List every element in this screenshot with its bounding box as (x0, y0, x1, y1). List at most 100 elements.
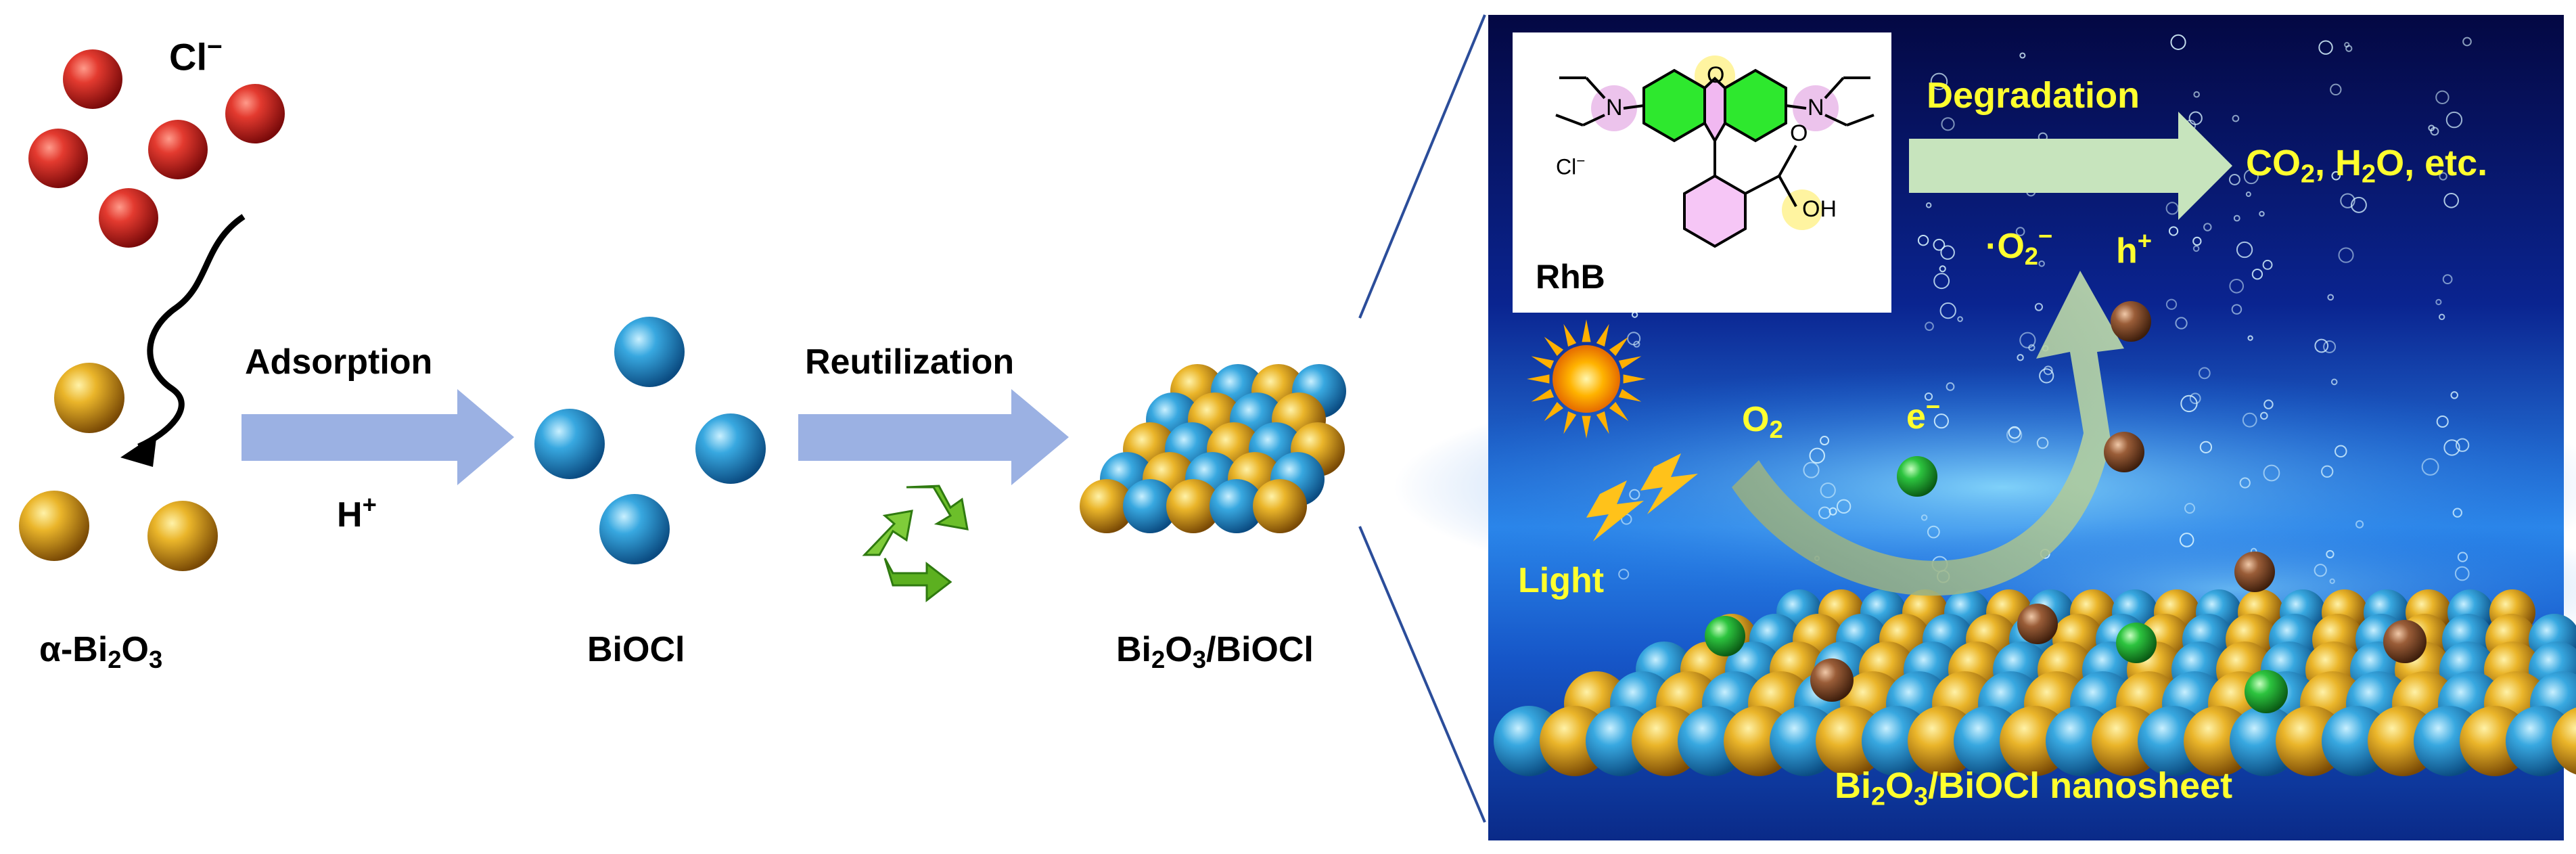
bubble (2245, 192, 2251, 198)
bubble (2355, 520, 2364, 529)
bubble (2017, 354, 2024, 361)
chloride-ions (28, 49, 285, 248)
bubble (2039, 368, 2054, 384)
zoom-line-bottom (1358, 526, 1486, 823)
bubble (2314, 564, 2327, 577)
bubble (2180, 395, 2198, 413)
bubble (2334, 445, 2347, 458)
nanosheet-lattice (1494, 589, 2576, 776)
bubble (2189, 392, 2201, 405)
photocatalysis-panel (1394, 15, 2576, 840)
bubble (1933, 413, 1949, 429)
bubble (2236, 241, 2253, 259)
bubble (2006, 427, 2023, 443)
rhb-ring-o: O (1707, 62, 1725, 88)
bubble (1820, 436, 1830, 446)
chloride-ion (63, 49, 122, 109)
bioc-particles (534, 317, 766, 564)
bioc-label: BiOCl (587, 630, 685, 669)
products-label: CO2, H2O, etc. (2246, 143, 2488, 189)
bubble (2445, 111, 2463, 129)
rhb-molecule (1555, 55, 1874, 248)
hole-ball (1810, 658, 1854, 702)
chloride-ion (99, 188, 158, 248)
bubble (2008, 426, 2021, 439)
bubble (1933, 273, 1950, 290)
rhb-n-left: N (1606, 95, 1623, 120)
bubble (1627, 332, 1641, 346)
recycle-icon (862, 485, 969, 603)
bubble (1940, 245, 1955, 260)
electron-transfer-arc (1732, 271, 2124, 596)
bi2o3-particle (54, 363, 124, 433)
chloride-ion (225, 84, 285, 143)
lightning-bolt-icon (1640, 453, 1698, 514)
sun-ray (1531, 356, 1555, 369)
bubble (1939, 265, 1946, 273)
bubble (1924, 392, 1933, 401)
bubble (2314, 338, 2329, 353)
bubble (2199, 367, 2211, 380)
sun-icon (1527, 319, 1646, 439)
rhb-label: RhB (1536, 258, 1605, 296)
chloride-ion (148, 120, 208, 179)
hole-ball (2111, 301, 2151, 342)
bubble (1629, 489, 1640, 500)
bubble (1803, 462, 1820, 478)
lightning-bolt-icon (1586, 480, 1644, 541)
wavy-arrow-head (120, 433, 157, 467)
bubble (2043, 365, 2053, 376)
lattice-bioc-particle (1123, 479, 1177, 533)
xanthene-ring-center (1703, 76, 1726, 144)
hole-ball (2017, 604, 2058, 644)
bubble (2454, 566, 2470, 581)
lattice-bi2o3-particle (1253, 479, 1307, 533)
electron-ball (2245, 670, 2288, 713)
electron-ball (1705, 616, 1745, 656)
rhb-chloride-label: Cl− (1556, 152, 1586, 179)
sun-ray (1618, 356, 1642, 369)
bioc-particle (695, 413, 766, 484)
bubble (2318, 40, 2333, 55)
bubble (2251, 269, 2263, 280)
sun-ray (1563, 323, 1577, 347)
bubble (2321, 465, 2334, 478)
sun-ray (1596, 323, 1609, 347)
adsorption-arrow (242, 389, 514, 485)
bubble (1809, 447, 1825, 464)
bubble (2192, 245, 2200, 252)
bubble (2345, 45, 2353, 52)
bubble (2340, 193, 2355, 208)
bubble (2019, 332, 2036, 349)
bubble (1925, 202, 1932, 208)
hole-label: h+ (2116, 227, 2153, 271)
nanosheet-label: Bi2O3/BiOCl nanosheet (1835, 765, 2233, 811)
bubble (2435, 298, 2442, 305)
bubble (2435, 90, 2450, 105)
bubble (1933, 238, 1946, 251)
bubbles (1611, 34, 2472, 584)
bi2o3-particle (147, 501, 218, 571)
hole-ball (2234, 552, 2275, 592)
sun-ray (1544, 401, 1564, 422)
sun-ray (1531, 388, 1555, 402)
bubble (2331, 171, 2341, 181)
bubble (2243, 169, 2259, 185)
composite-lattice (1080, 364, 1346, 533)
bubble (2323, 340, 2337, 353)
bubble (2263, 399, 2274, 409)
bubble (2175, 317, 2188, 330)
light-label: Light (1518, 561, 1605, 600)
reutilization-label: Reutilization (805, 342, 1015, 382)
bubble (2247, 335, 2253, 341)
sun-ray (1596, 411, 1609, 434)
sheet-bi2o3-particle (2552, 707, 2576, 775)
zoom-line-top (1358, 14, 1486, 319)
bubble (2329, 578, 2335, 584)
sun-ray (1544, 336, 1564, 357)
bubble (2233, 215, 2240, 222)
bubble (2170, 34, 2186, 50)
bubble (1828, 507, 1837, 516)
